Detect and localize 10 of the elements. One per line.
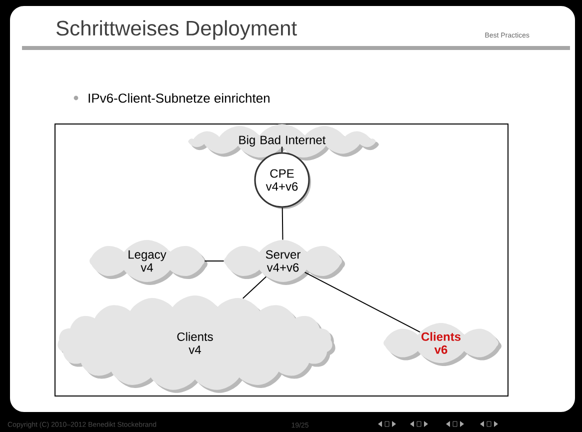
connector-line (282, 207, 284, 240)
bullet-text: IPv6-Client-Subnetze einrichten (88, 93, 270, 103)
network-cloud: Clients v6 (384, 323, 502, 366)
connector-line (204, 260, 224, 262)
network-cloud: Clients v4 (58, 296, 336, 393)
slide-title: Schrittweises Deployment (56, 20, 297, 40)
network-cloud: Server v4+v6 (224, 240, 345, 285)
connector-line (304, 272, 420, 333)
network-cloud: Legacy v4 (90, 240, 208, 285)
connector-line (242, 276, 267, 299)
